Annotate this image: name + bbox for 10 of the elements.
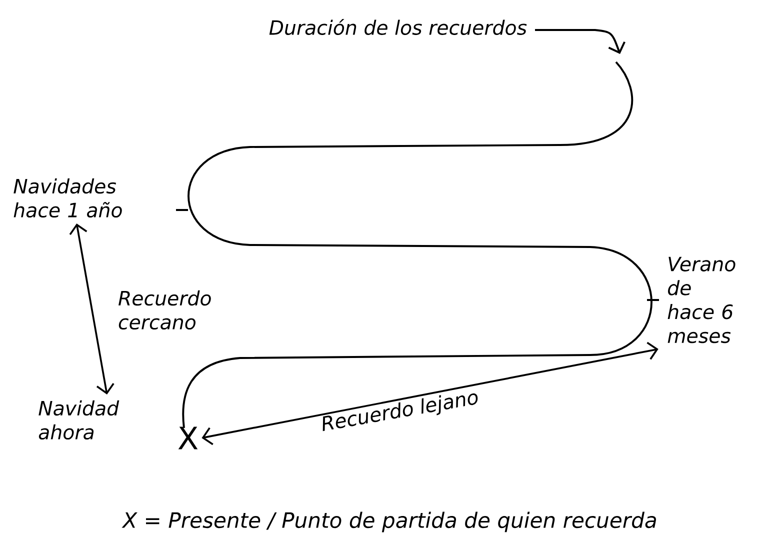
edge-label: Recuerdo lejano (322, 393, 478, 432)
arrow (202, 342, 658, 446)
time-label: Navidad ahora (38, 400, 120, 440)
heading: Duración de los recuerdos (269, 18, 527, 35)
edge-label: Recuerdo cercano (118, 290, 211, 330)
caption: X = Presente / Punto de partida de quien recuerda (122, 512, 656, 532)
time-label: Navidades hace 1 año (14, 178, 122, 218)
time-label: Verano de hace 6 meses (668, 256, 736, 344)
present-mark: X (178, 426, 198, 450)
arrow (69, 223, 114, 395)
